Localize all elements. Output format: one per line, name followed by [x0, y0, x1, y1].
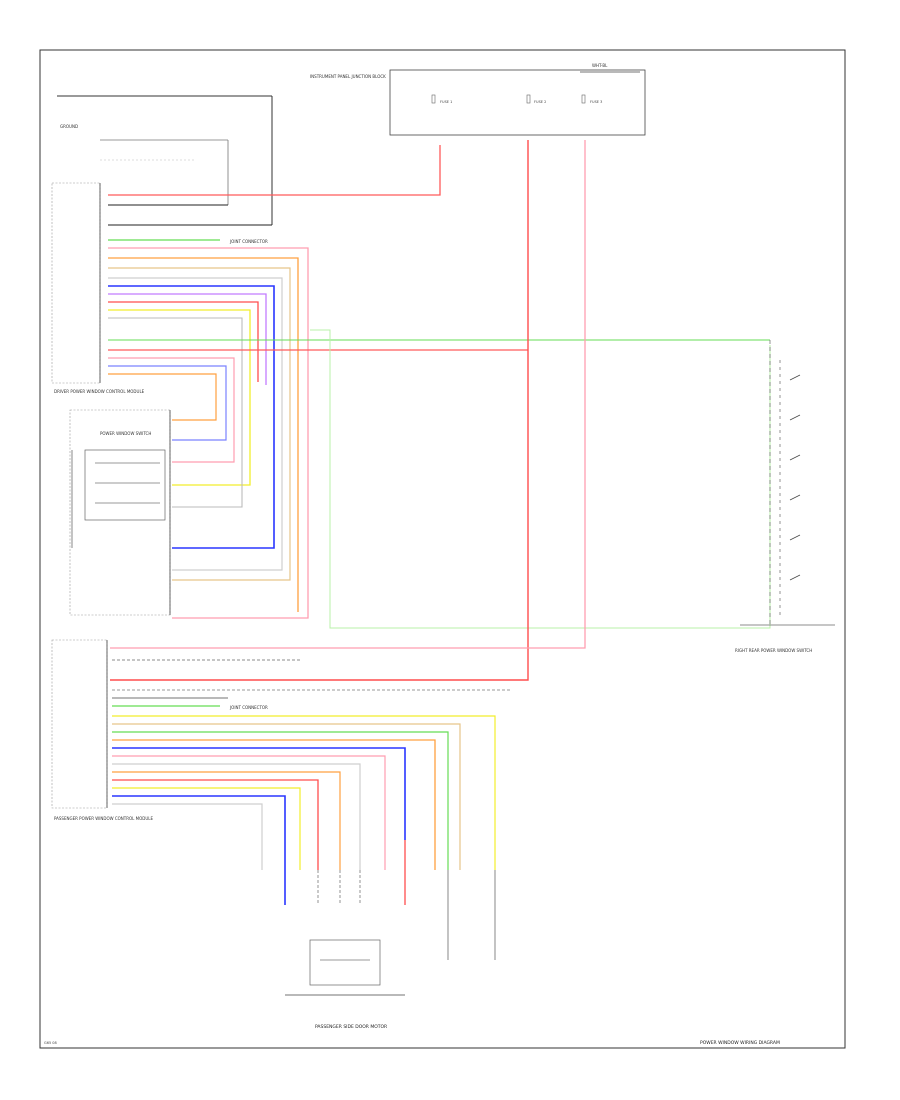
joint-bottom-label: JOINT CONNECTOR	[229, 705, 268, 710]
right-switch: RIGHT REAR POWER WINDOW SWITCH	[735, 340, 835, 653]
lightgreen-loop	[310, 329, 771, 629]
fuse-3: FUSE 3	[581, 94, 602, 104]
relay-box-fuse-top: WHT-BL	[592, 63, 608, 68]
bottom-motor-title: PASSENGER SIDE DOOR MOTOR	[315, 1024, 387, 1030]
left-switch: POWER WINDOW SWITCH	[69, 409, 171, 616]
svg-text:POWER WINDOW SWITCH: POWER WINDOW SWITCH	[100, 431, 151, 436]
fuse-2: FUSE 2	[526, 94, 546, 104]
bottom-motor: PASSENGER SIDE DOOR MOTOR	[285, 939, 405, 1030]
svg-text:GROUND: GROUND	[60, 124, 78, 129]
svg-text:FUSE 1: FUSE 1	[440, 100, 452, 104]
wire-red-fuse2	[110, 140, 529, 681]
fuse-1: FUSE 1	[431, 94, 452, 104]
wire-pink-fuse3	[110, 140, 586, 649]
page-code: G65 08	[44, 1041, 57, 1045]
diagram-title: POWER WINDOW WIRING DIAGRAM	[700, 1040, 780, 1046]
relay-box: INSTRUMENT PANEL JUNCTION BLOCK WHT-BL F…	[310, 63, 646, 136]
diagram-frame	[39, 49, 846, 1049]
joint-top-label: JOINT CONNECTOR	[229, 239, 268, 244]
driver-module: DRIVER POWER WINDOW CONTROL MODULE	[51, 182, 145, 394]
relay-box-title: INSTRUMENT PANEL JUNCTION BLOCK	[310, 74, 386, 79]
svg-text:RIGHT REAR POWER WINDOW SWITCH: RIGHT REAR POWER WINDOW SWITCH	[735, 648, 812, 653]
driver-wires	[108, 145, 770, 619]
svg-text:FUSE 2: FUSE 2	[534, 100, 546, 104]
passenger-module-title: PASSENGER POWER WINDOW CONTROL MODULE	[54, 816, 153, 821]
motor-wire-drops	[284, 840, 496, 960]
ground-top: GROUND	[57, 95, 273, 225]
passenger-module: PASSENGER POWER WINDOW CONTROL MODULE	[51, 639, 153, 821]
driver-module-title: DRIVER POWER WINDOW CONTROL MODULE	[54, 389, 145, 394]
svg-text:FUSE 3: FUSE 3	[590, 100, 602, 104]
passenger-wires	[112, 659, 510, 870]
